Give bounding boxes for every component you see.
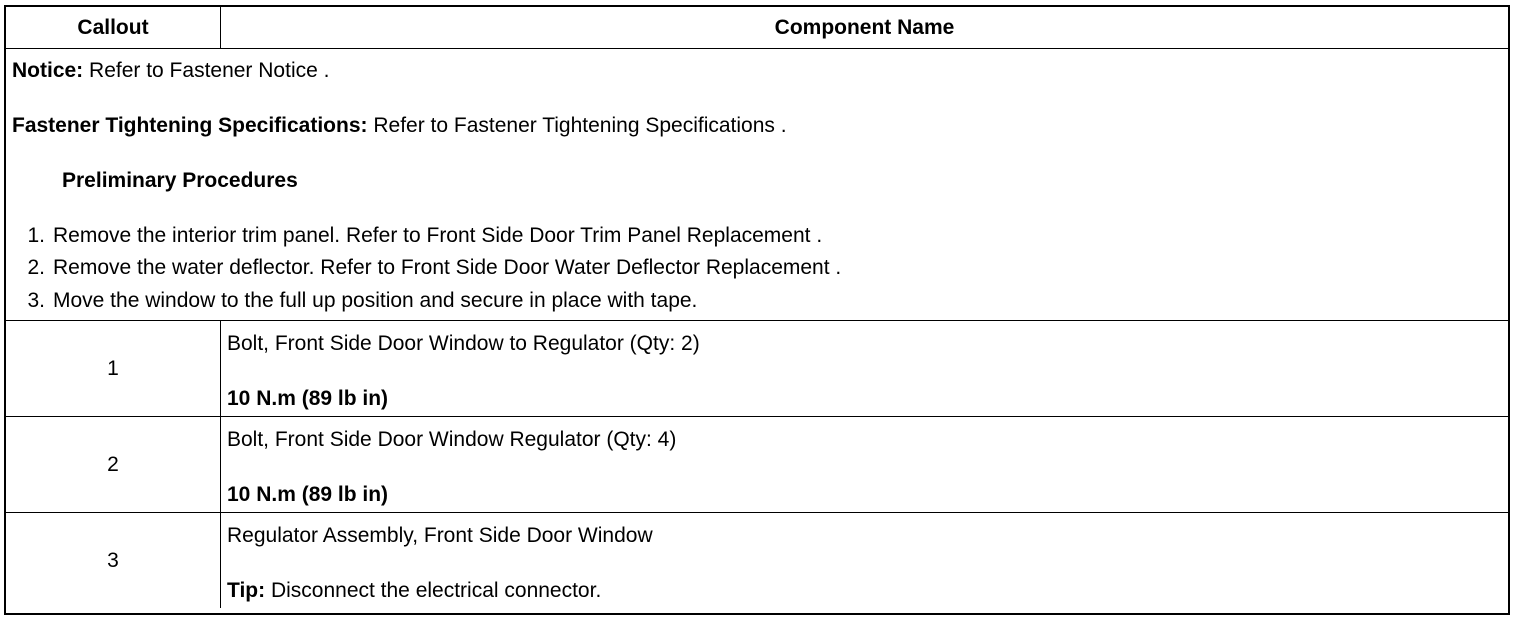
notes-cell: Notice: Refer to Fastener Notice . Faste…	[6, 48, 1508, 321]
component-cell: Bolt, Front Side Door Window Regulator (…	[220, 416, 1508, 513]
notes-row: Notice: Refer to Fastener Notice . Faste…	[6, 48, 1508, 321]
torque-spec: 10 N.m (89 lb in)	[227, 483, 389, 506]
component-cell: Regulator Assembly, Front Side Door Wind…	[220, 512, 1508, 608]
torque-spec: 10 N.m (89 lb in)	[227, 387, 389, 410]
callout-number: 1	[6, 320, 221, 417]
header-callout: Callout	[6, 7, 221, 49]
fastener-spec-line: Fastener Tightening Specifications: Refe…	[12, 114, 787, 138]
table-row: 3 Regulator Assembly, Front Side Door Wi…	[6, 512, 1508, 608]
callout-number: 3	[6, 512, 221, 608]
table-header-row: Callout Component Name	[6, 7, 1508, 49]
notice-line: Notice: Refer to Fastener Notice .	[12, 59, 329, 83]
component-table: Callout Component Name Notice: Refer to …	[6, 7, 1508, 608]
component-name: Bolt, Front Side Door Window Regulator (…	[227, 428, 677, 451]
component-table-frame: Callout Component Name Notice: Refer to …	[4, 5, 1510, 615]
step-number: 3.	[27, 289, 45, 312]
component-name: Regulator Assembly, Front Side Door Wind…	[227, 524, 653, 547]
list-item: 3. Move the window to the full up positio…	[6, 289, 697, 313]
fastener-spec-text: Refer to Fastener Tightening Specificati…	[367, 114, 787, 137]
step-number: 2.	[27, 256, 45, 279]
step-number: 1.	[27, 224, 45, 247]
table-row: 1 Bolt, Front Side Door Window to Regula…	[6, 320, 1508, 417]
notice-label: Notice:	[12, 59, 84, 82]
preliminary-procedures-title: Preliminary Procedures	[62, 169, 298, 192]
component-name: Bolt, Front Side Door Window to Regulato…	[227, 332, 700, 355]
notice-text: Refer to Fastener Notice .	[83, 59, 330, 82]
list-item: 1. Remove the interior trim panel. Refer …	[6, 224, 822, 248]
step-text: Remove the interior trim panel. Refer to…	[53, 224, 823, 247]
step-text: Move the window to the full up position …	[53, 289, 698, 312]
tip-text: Disconnect the electrical connector.	[265, 579, 602, 602]
step-text: Remove the water deflector. Refer to Fro…	[53, 256, 842, 279]
table-row: 2 Bolt, Front Side Door Window Regulator…	[6, 416, 1508, 513]
tip-label: Tip:	[227, 579, 266, 602]
header-component-name: Component Name	[220, 7, 1508, 49]
callout-number: 2	[6, 416, 221, 513]
component-cell: Bolt, Front Side Door Window to Regulato…	[220, 320, 1508, 417]
tip-line: Tip: Disconnect the electrical connector…	[227, 579, 601, 603]
fastener-spec-label: Fastener Tightening Specifications:	[12, 114, 368, 137]
list-item: 2. Remove the water deflector. Refer to F…	[6, 256, 841, 280]
